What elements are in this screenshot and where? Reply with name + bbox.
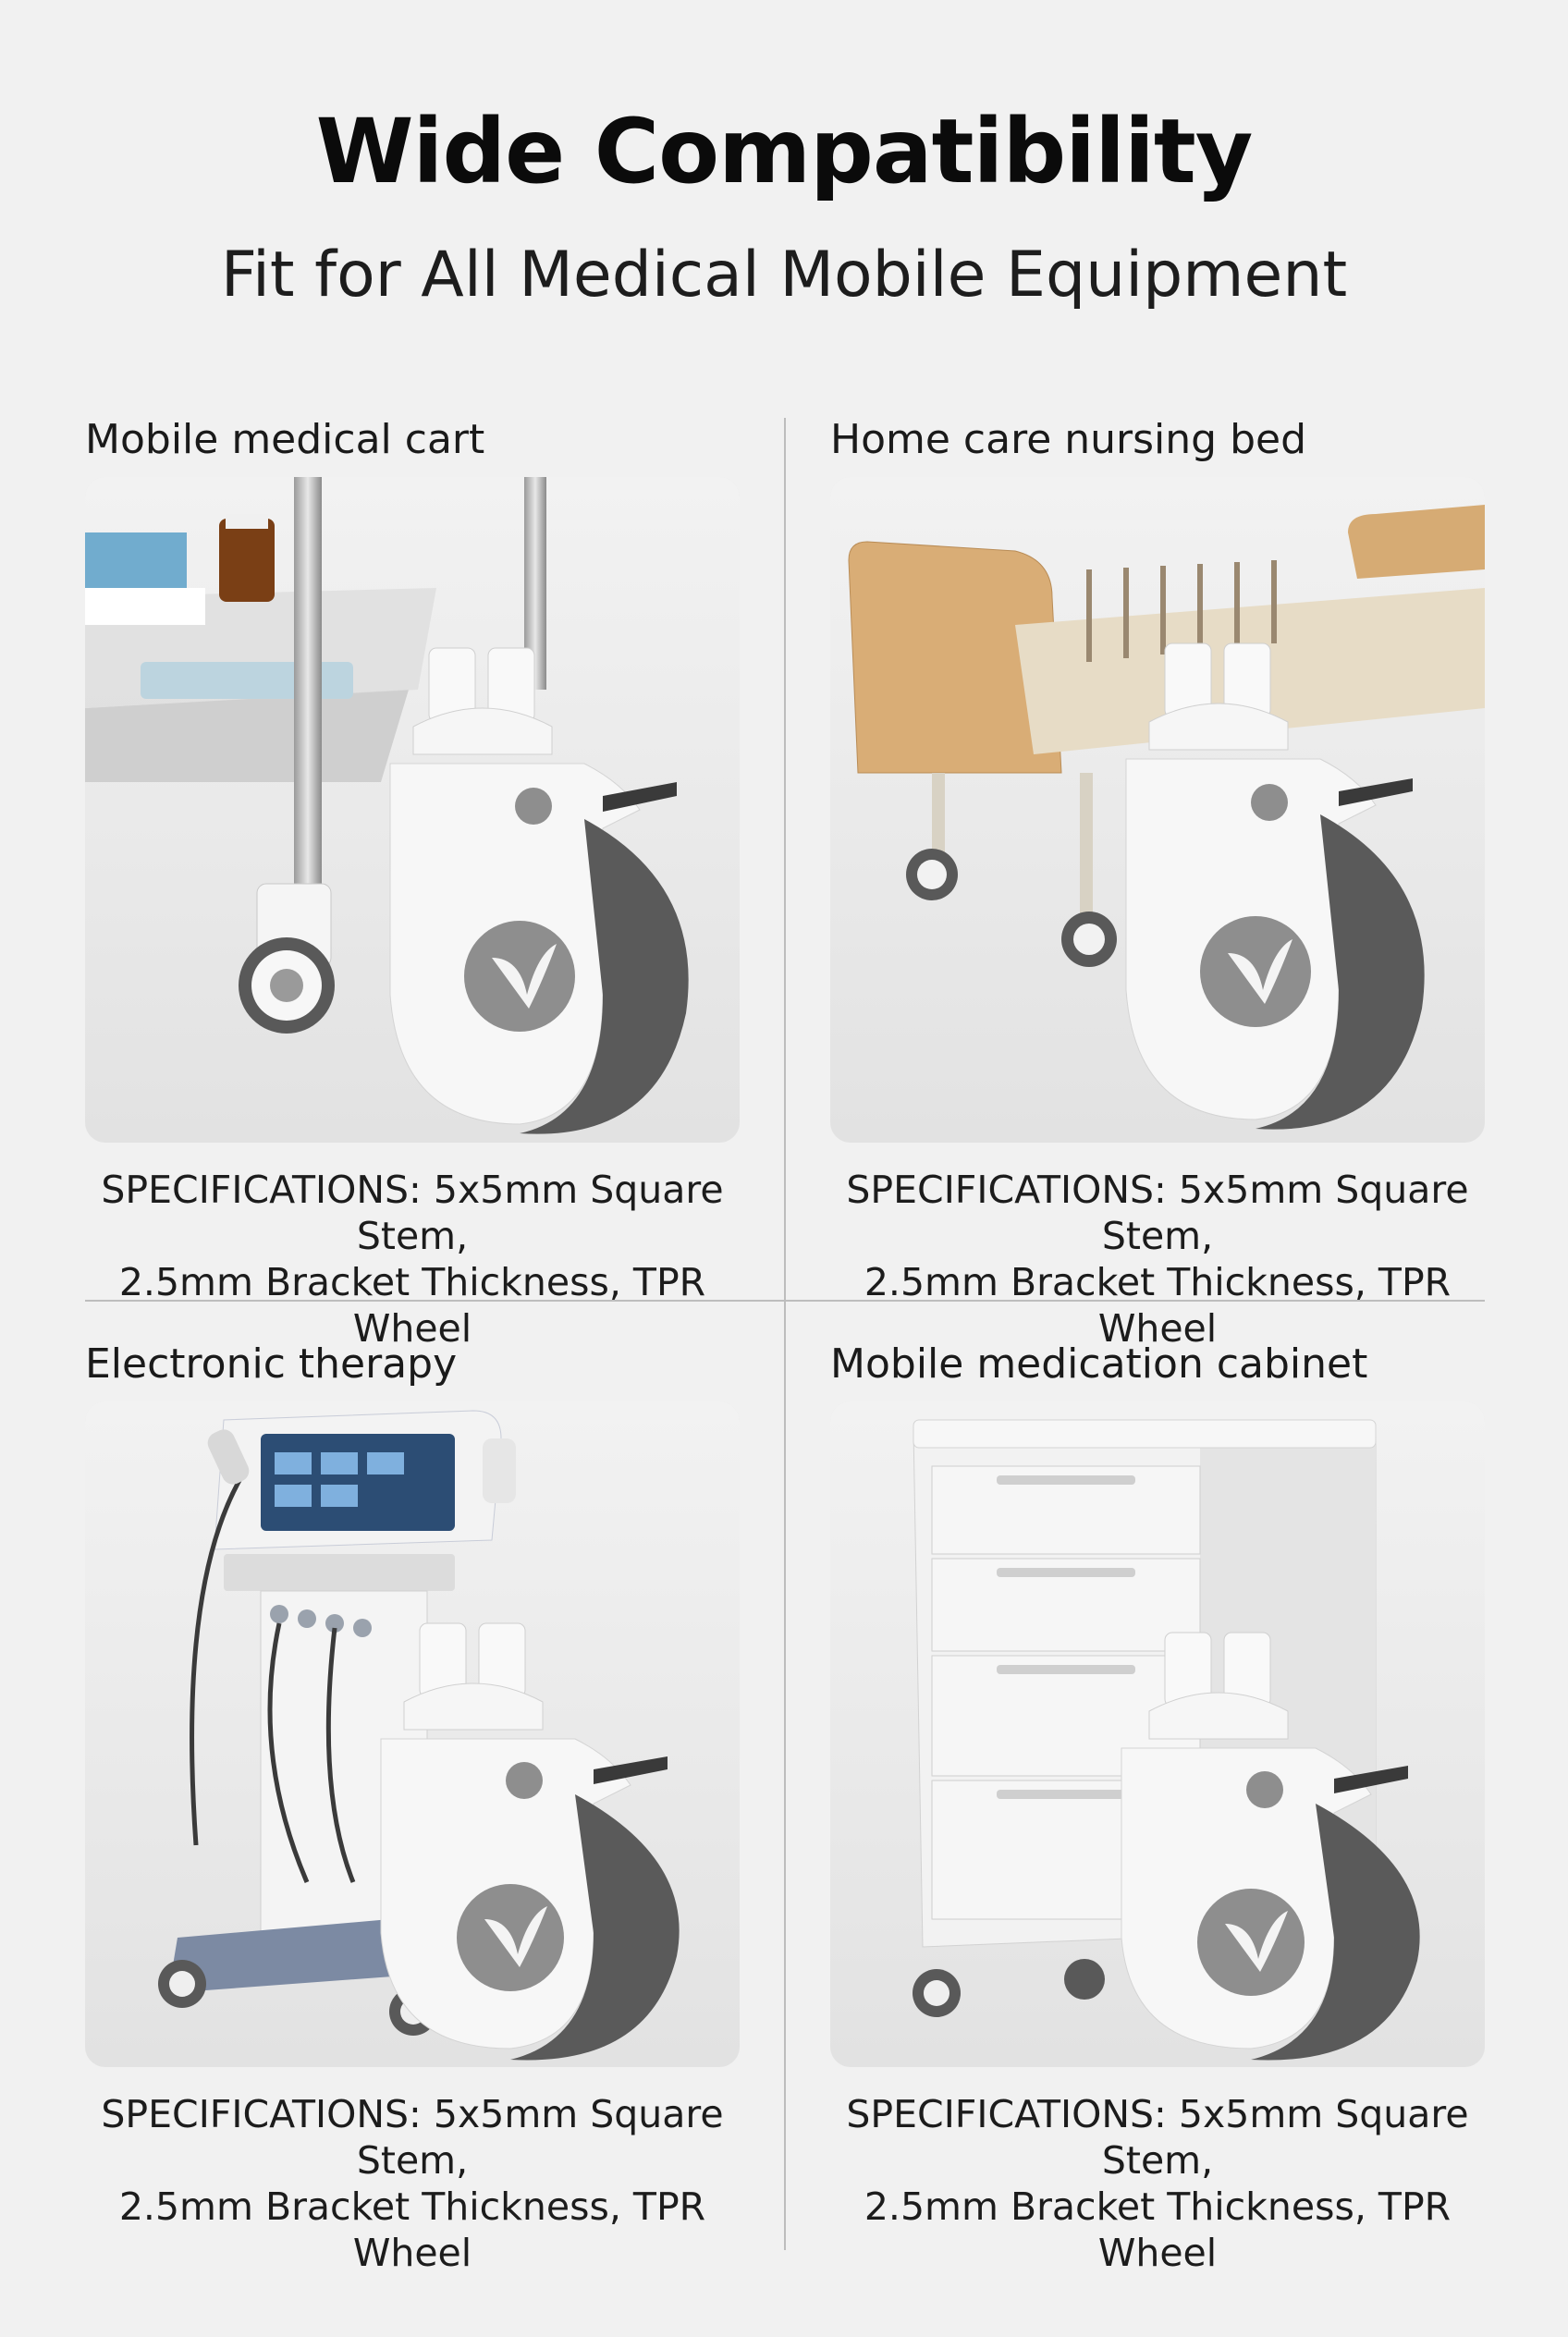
page-subtitle: Fit for All Medical Mobile Equipment xyxy=(220,239,1348,312)
spec-line-2: 2.5mm Bracket Thickness, TPR Wheel xyxy=(118,2184,706,2275)
product-image-electronic-therapy xyxy=(85,1401,740,2067)
horizontal-divider xyxy=(85,1300,1485,1302)
spec-line-2: 2.5mm Bracket Thickness, TPR Wheel xyxy=(864,2184,1452,2275)
vertical-divider xyxy=(784,418,786,2250)
spec-text: SPECIFICATIONS: 5x5mm Square Stem, 2.5mm… xyxy=(830,1167,1485,1352)
spec-line-1: SPECIFICATIONS: 5x5mm Square Stem, xyxy=(101,1168,724,1258)
product-card-medical-cart: Mobile medical cart xyxy=(85,416,740,1351)
spec-text: SPECIFICATIONS: 5x5mm Square Stem, 2.5mm… xyxy=(85,2091,740,2276)
card-title: Mobile medical cart xyxy=(85,416,485,463)
spec-text: SPECIFICATIONS: 5x5mm Square Stem, 2.5mm… xyxy=(830,2091,1485,2276)
product-image-nursing-bed xyxy=(830,477,1485,1143)
spec-line-1: SPECIFICATIONS: 5x5mm Square Stem, xyxy=(846,1168,1469,1258)
page-title: Wide Compatibility xyxy=(315,100,1254,203)
product-card-medication-cabinet: Mobile medication cabinet xyxy=(830,1340,1485,2275)
card-title: Home care nursing bed xyxy=(830,416,1307,463)
spec-text: SPECIFICATIONS: 5x5mm Square Stem, 2.5mm… xyxy=(85,1167,740,1352)
product-image-medication-cabinet xyxy=(830,1401,1485,2067)
card-title: Mobile medication cabinet xyxy=(830,1340,1368,1388)
spec-line-1: SPECIFICATIONS: 5x5mm Square Stem, xyxy=(846,2092,1469,2183)
spec-line-2: 2.5mm Bracket Thickness, TPR Wheel xyxy=(118,1260,706,1351)
product-card-nursing-bed: Home care nursing bed xyxy=(830,416,1485,1351)
card-title: Electronic therapy xyxy=(85,1340,458,1388)
product-image-medical-cart xyxy=(85,477,740,1143)
spec-line-2: 2.5mm Bracket Thickness, TPR Wheel xyxy=(864,1260,1452,1351)
spec-line-1: SPECIFICATIONS: 5x5mm Square Stem, xyxy=(101,2092,724,2183)
product-card-electronic-therapy: Electronic therapy xyxy=(85,1340,740,2275)
